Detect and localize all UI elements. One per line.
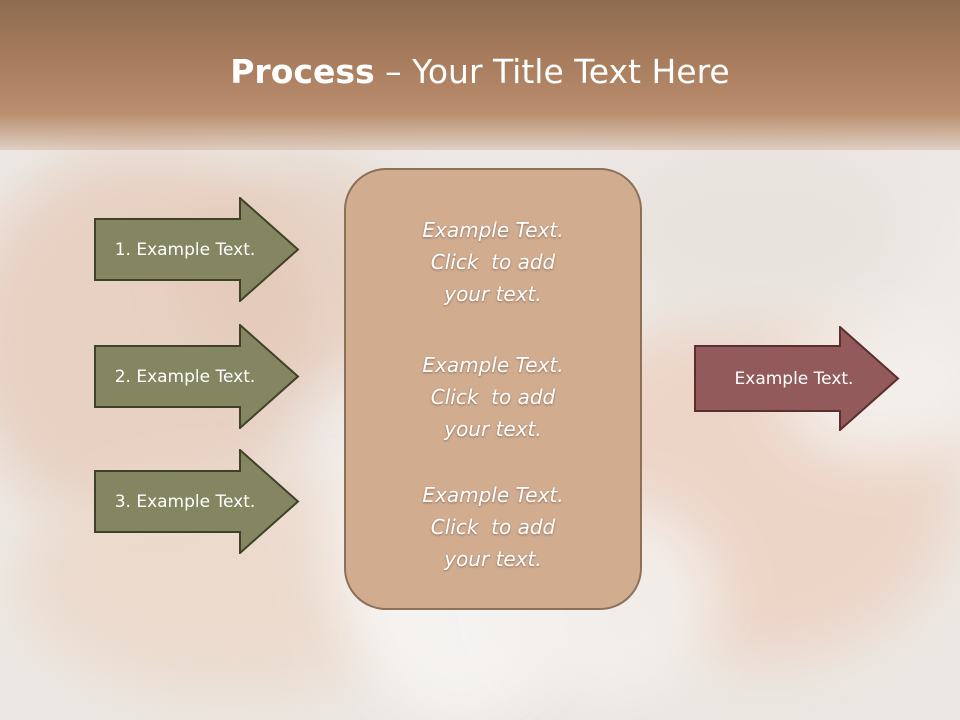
background-photo-blur [600, 130, 920, 330]
arrow-label: 3. Example Text. [114, 491, 256, 512]
example-text-block-3[interactable]: Example Text. Click to add your text. [346, 479, 640, 575]
arrow-label: Example Text. [734, 368, 854, 389]
text-line: your text. [444, 282, 542, 306]
center-text-box[interactable]: Example Text. Click to add your text. Ex… [344, 168, 642, 610]
text-line: Click to add [430, 250, 556, 274]
slide-title-rest: – Your Title Text Here [374, 52, 730, 91]
arrow-shape [694, 326, 900, 431]
example-text-block-2[interactable]: Example Text. Click to add your text. [346, 349, 640, 445]
slide-title-bold: Process [230, 52, 375, 91]
text-line: Example Text. [422, 218, 564, 242]
text-line: Example Text. [422, 483, 564, 507]
text-line: your text. [444, 417, 542, 441]
result-arrow[interactable]: Example Text. [694, 326, 900, 431]
slide-title[interactable]: Process – Your Title Text Here [0, 52, 960, 91]
process-step-arrow-2[interactable]: 2. Example Text. [94, 324, 300, 429]
text-line: Click to add [430, 515, 556, 539]
text-line: Click to add [430, 385, 556, 409]
example-text-block-1[interactable]: Example Text. Click to add your text. [346, 214, 640, 310]
text-line: Example Text. [422, 353, 564, 377]
arrow-label: 1. Example Text. [114, 239, 256, 260]
arrow-shape [94, 324, 300, 429]
arrow-shape [94, 197, 300, 302]
title-banner [0, 0, 960, 150]
process-step-arrow-1[interactable]: 1. Example Text. [94, 197, 300, 302]
arrow-shape [94, 449, 300, 554]
process-step-arrow-3[interactable]: 3. Example Text. [94, 449, 300, 554]
text-line: your text. [444, 547, 542, 571]
arrow-label: 2. Example Text. [114, 366, 256, 387]
